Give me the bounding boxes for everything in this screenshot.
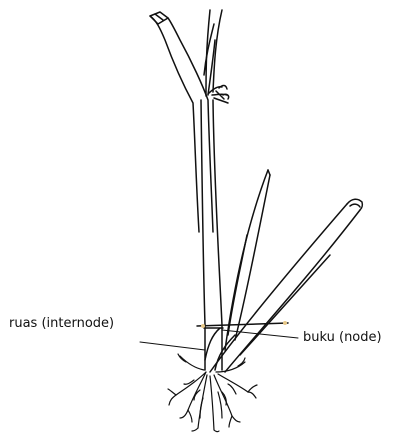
node-label: buku (node) [303, 331, 382, 344]
main-leaf-blade [150, 12, 213, 232]
internode-label: ruas (internode) [9, 317, 114, 330]
ligule-tuft [208, 85, 229, 103]
internode-leader-line [140, 342, 205, 350]
node [197, 323, 288, 328]
label-leader-lines [140, 330, 298, 350]
upper-right-blade [204, 10, 222, 96]
leaf-sheath [205, 328, 235, 370]
right-leaf-blade [210, 199, 362, 372]
roots [168, 354, 257, 432]
